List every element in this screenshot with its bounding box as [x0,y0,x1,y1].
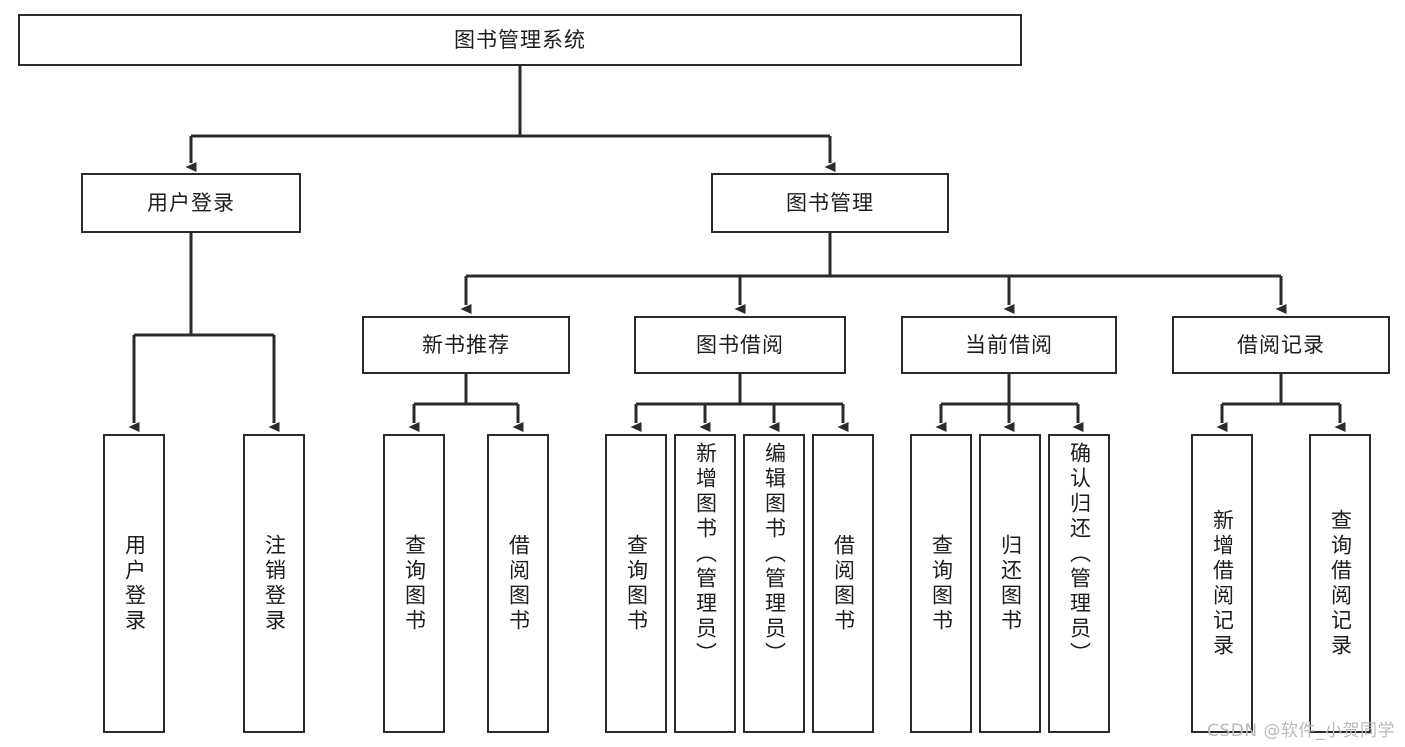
leaf-query-book-2[interactable]: 查询图书 [605,434,667,733]
leaf-add-record-label: 新增借阅记录 [1210,508,1235,659]
leaf-user-login[interactable]: 用户登录 [103,434,165,733]
node-borrow-record-label: 借阅记录 [1237,332,1325,357]
leaf-edit-book[interactable]: 编辑图书（管理员） [743,434,805,733]
leaf-user-logout[interactable]: 注销登录 [243,434,305,733]
leaf-query-book-3[interactable]: 查询图书 [910,434,972,733]
leaf-query-record[interactable]: 查询借阅记录 [1309,434,1371,733]
node-user-login[interactable]: 用户登录 [81,173,301,233]
leaf-borrow-book-1-label: 借阅图书 [506,533,531,634]
leaf-borrow-book-2-label: 借阅图书 [831,533,856,634]
leaf-add-record[interactable]: 新增借阅记录 [1191,434,1253,733]
leaf-borrow-book-2[interactable]: 借阅图书 [812,434,874,733]
node-book-borrow-label: 图书借阅 [696,332,784,357]
leaf-query-book-1[interactable]: 查询图书 [383,434,445,733]
leaf-confirm-return[interactable]: 确认归还（管理员） [1048,434,1110,733]
leaf-query-book-2-label: 查询图书 [624,533,649,634]
node-new-book-recommend-label: 新书推荐 [422,332,510,357]
leaf-user-logout-label: 注销登录 [262,533,287,634]
leaf-return-book-label: 归还图书 [998,533,1023,634]
node-root-label: 图书管理系统 [454,27,586,52]
leaf-return-book[interactable]: 归还图书 [979,434,1041,733]
leaf-query-book-3-label: 查询图书 [929,533,954,634]
leaf-edit-book-label: 编辑图书（管理员） [762,442,787,667]
node-book-borrow[interactable]: 图书借阅 [634,316,846,374]
leaf-user-login-label: 用户登录 [122,533,147,634]
node-book-manage[interactable]: 图书管理 [711,173,949,233]
leaf-add-book-label: 新增图书（管理员） [693,442,718,667]
leaf-query-book-1-label: 查询图书 [402,533,427,634]
leaf-add-book[interactable]: 新增图书（管理员） [674,434,736,733]
node-root[interactable]: 图书管理系统 [18,14,1022,66]
watermark: CSDN @软件_小贺同学 [1207,721,1395,741]
node-new-book-recommend[interactable]: 新书推荐 [362,316,570,374]
node-current-borrow-label: 当前借阅 [965,332,1053,357]
node-current-borrow[interactable]: 当前借阅 [901,316,1117,374]
node-borrow-record[interactable]: 借阅记录 [1172,316,1390,374]
leaf-borrow-book-1[interactable]: 借阅图书 [487,434,549,733]
node-book-manage-label: 图书管理 [786,190,874,215]
leaf-confirm-return-label: 确认归还（管理员） [1067,442,1092,667]
leaf-query-record-label: 查询借阅记录 [1328,508,1353,659]
node-user-login-label: 用户登录 [147,190,235,215]
